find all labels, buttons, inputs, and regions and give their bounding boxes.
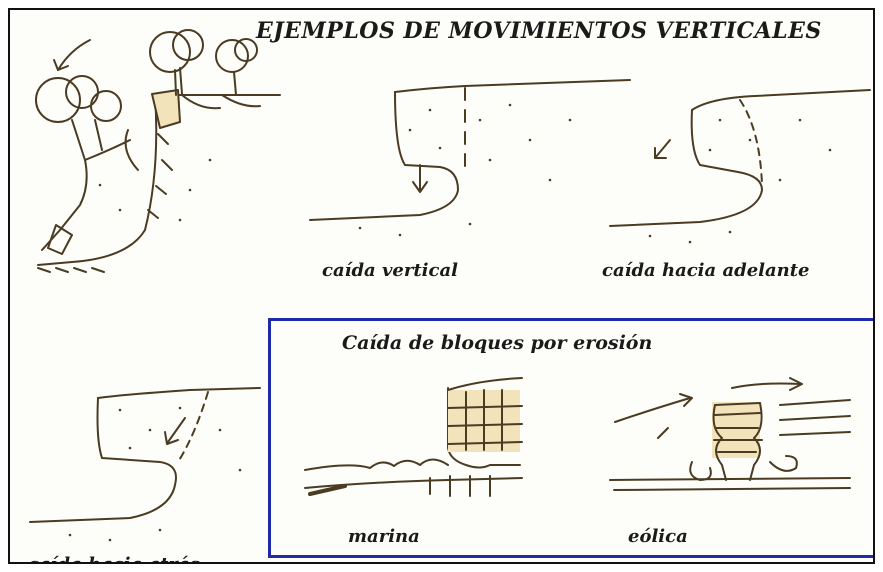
erosion-panel-title: Caída de bloques por erosión (342, 332, 653, 354)
aeolian-erosion-illustration (609, 377, 851, 491)
label-aeolian-erosion: eólica (628, 526, 688, 547)
vertical-movements-sketch (29, 29, 871, 542)
label-marine-erosion: marina (348, 526, 420, 547)
label-vertical-fall: caída vertical (322, 260, 458, 281)
diagram-title: EJEMPLOS DE MOVIMIENTOS VERTICALES (256, 18, 822, 44)
diagram-frame: EJEMPLOS DE MOVIMIENTOS VERTICALES caída… (8, 8, 875, 564)
backward-fall-illustration (29, 387, 261, 523)
stipple-texture (68, 103, 832, 542)
erosion-block-fall-panel (268, 318, 873, 558)
vertical-fall-illustration (309, 79, 631, 221)
marine-erosion-illustration (304, 377, 523, 497)
forward-fall-illustration (609, 89, 871, 227)
label-forward-fall: caída hacia adelante (602, 260, 810, 281)
label-backward-fall: caída hacia atrás (28, 554, 200, 562)
cliff-with-trees-illustration (35, 29, 281, 273)
